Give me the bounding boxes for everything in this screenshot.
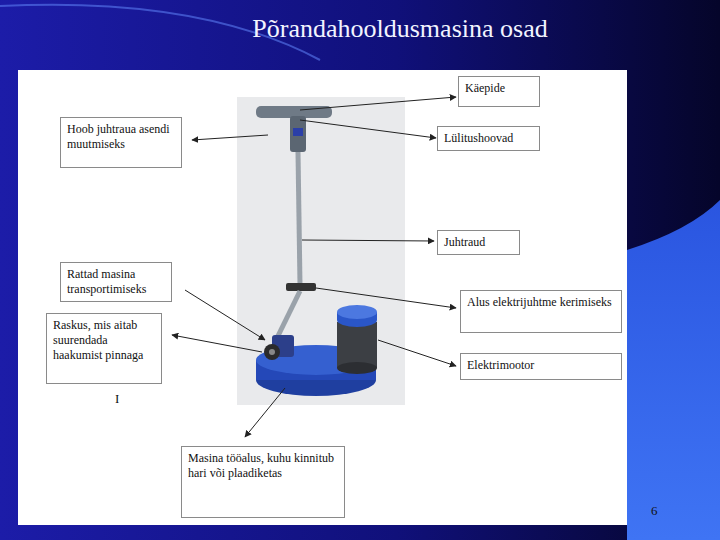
- callout-text: Lülitushoovad: [444, 131, 533, 146]
- callout-text: Elektrimootor: [467, 358, 615, 373]
- callout-box: Raskus, mis aitab suurendada haakumist p…: [46, 313, 162, 384]
- stray-mark: I: [115, 391, 119, 407]
- callout-text: Masina tööalus, kuhu kinnitub hari või p…: [188, 451, 338, 481]
- callout-text: Käepide: [465, 81, 533, 96]
- callout-box: Käepide: [458, 76, 540, 107]
- callout-box: Masina tööalus, kuhu kinnitub hari või p…: [181, 446, 345, 518]
- callout-text: Raskus, mis aitab suurendada haakumist p…: [53, 318, 155, 363]
- callout-text: Rattad masina transportimiseks: [67, 267, 165, 297]
- callout-text: Juhtraud: [444, 235, 513, 250]
- callout-box: Hoob juhtraua asendi muutmiseks: [60, 117, 182, 168]
- page-number: 6: [651, 503, 658, 519]
- callout-box: Rattad masina transportimiseks: [60, 262, 172, 302]
- callout-box: Alus elektrijuhtme kerimiseks: [460, 290, 622, 333]
- callout-text: Alus elektrijuhtme kerimiseks: [467, 295, 615, 310]
- callout-box: Lülitushoovad: [437, 126, 540, 151]
- callout-box: Juhtraud: [437, 230, 520, 255]
- callout-box: Elektrimootor: [460, 353, 622, 380]
- slide-title: Põrandahooldusmasina osad: [120, 14, 680, 44]
- callout-text: Hoob juhtraua asendi muutmiseks: [67, 122, 175, 152]
